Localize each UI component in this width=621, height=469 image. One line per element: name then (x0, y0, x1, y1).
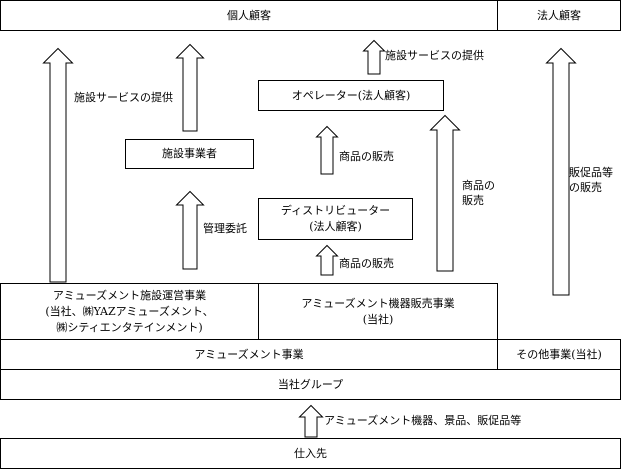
facility-business-line1: アミューズメント施設運営事業 (52, 288, 207, 302)
arrow-up-icon (429, 114, 461, 272)
machine-sales-line2: (当社) (362, 312, 394, 326)
suppliers-box: 仕入先 (0, 438, 621, 469)
amusement-business-box: アミューズメント事業 (0, 339, 498, 370)
label-promo-sales-line2: の販売 (569, 181, 602, 194)
facility-business-line2: (当社、㈱YAZアミューズメント、 (45, 304, 214, 318)
arrow-up-icon (175, 43, 205, 132)
arrow-up-icon (362, 39, 386, 75)
label-promo-sales: 販促品等 の販売 (569, 165, 613, 195)
distributor-label-line2: (法人顧客) (309, 220, 362, 233)
operator-box: オペレーター(法人顧客) (258, 80, 444, 111)
corporate-customers-box: 法人顧客 (497, 0, 621, 31)
individual-customers-label: 個人顧客 (227, 8, 271, 22)
distributor-label-line1: ディストリビューター (280, 204, 391, 217)
facility-business-line3: ㈱シティエンタテインメント) (56, 320, 203, 334)
arrow-up-icon (175, 190, 205, 270)
amusement-business-label: アミューズメント事業 (194, 347, 304, 361)
arrow-up-icon (298, 404, 324, 438)
facility-operator-box: 施設事業者 (125, 139, 254, 169)
distributor-box: ディストリビューター (法人顧客) (258, 198, 413, 240)
arrow-up-icon (42, 47, 74, 283)
facility-operator-label: 施設事業者 (162, 147, 217, 160)
individual-customers-box: 個人顧客 (0, 0, 498, 31)
machine-sales-box: アミューズメント機器販売事業 (当社) (258, 283, 498, 340)
arrow-up-icon (315, 244, 339, 276)
label-supply-items: アミューズメント機器、景品、販促品等 (324, 414, 522, 427)
label-product-sales-upper: 商品の販売 (339, 150, 394, 163)
label-facility-service-left: 施設サービスの提供 (74, 91, 173, 104)
label-management-consign: 管理委託 (203, 222, 247, 235)
other-business-label: その他事業(当社) (516, 347, 602, 361)
label-product-sales-tall-line1: 商品の (462, 179, 495, 192)
operator-label: オペレーター(法人顧客) (291, 88, 411, 102)
arrow-up-icon (545, 47, 577, 296)
group-box: 当社グループ (0, 369, 621, 400)
label-promo-sales-line1: 販促品等 (569, 166, 613, 179)
other-business-box: その他事業(当社) (497, 339, 621, 370)
group-label: 当社グループ (277, 377, 344, 391)
corporate-customers-label: 法人顧客 (537, 8, 581, 22)
label-facility-service-top: 施設サービスの提供 (385, 49, 484, 62)
label-product-sales-lower: 商品の販売 (339, 257, 394, 270)
machine-sales-line1: アミューズメント機器販売事業 (301, 296, 455, 310)
suppliers-label: 仕入先 (294, 446, 327, 460)
arrow-up-icon (315, 125, 339, 175)
facility-business-box: アミューズメント施設運営事業 (当社、㈱YAZアミューズメント、 ㈱シティエンタ… (0, 283, 259, 340)
label-product-sales-tall: 商品の 販売 (462, 178, 495, 208)
label-product-sales-tall-line2: 販売 (462, 194, 484, 207)
